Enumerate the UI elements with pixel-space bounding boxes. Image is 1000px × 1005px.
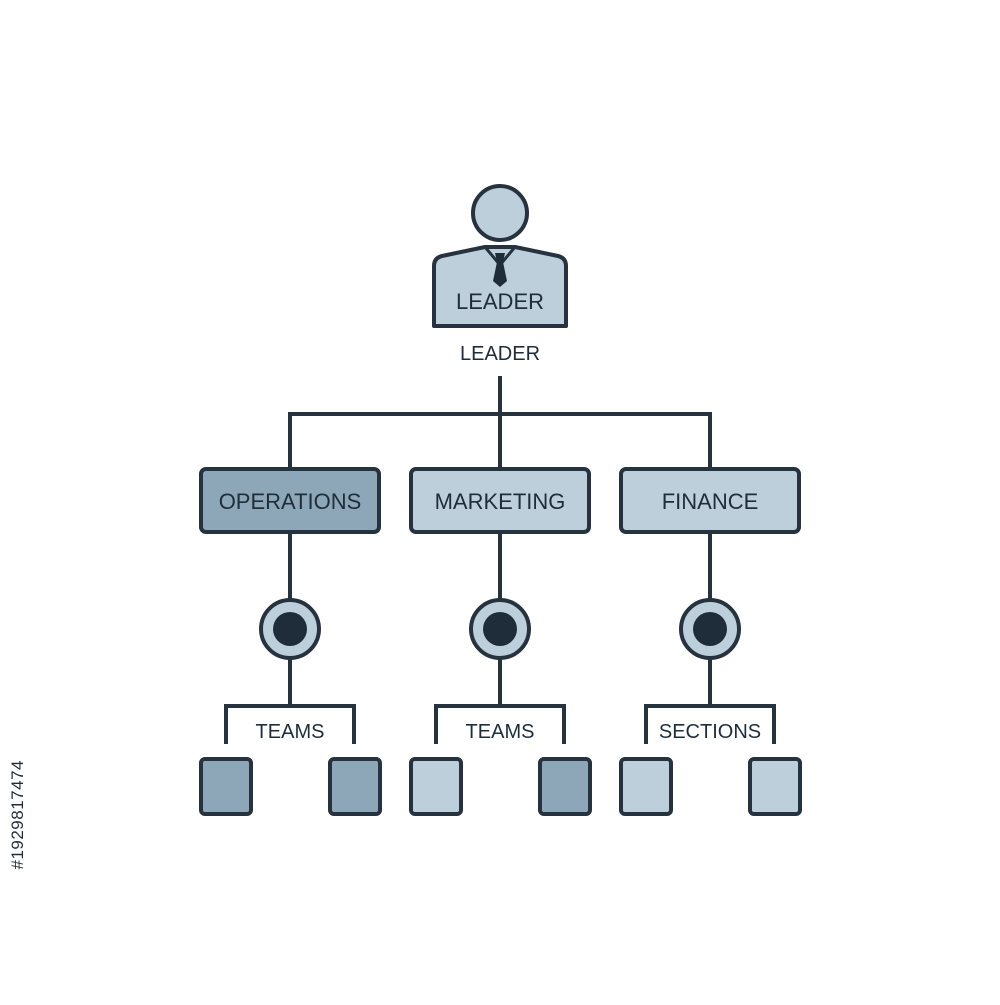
hub-node-dot xyxy=(483,612,517,646)
group-bracket-line xyxy=(224,704,356,744)
group-label: TEAMS xyxy=(466,721,535,743)
department-label-marketing: MARKETING xyxy=(435,489,566,514)
department-column-operations: OPERATIONS TEAMS xyxy=(199,467,382,816)
hub-node-icon xyxy=(679,598,741,660)
unit-box xyxy=(409,757,463,816)
tie-icon xyxy=(493,253,507,287)
hub-node-icon xyxy=(259,598,321,660)
department-label-operations: OPERATIONS xyxy=(219,489,362,514)
leader-caption: LEADER xyxy=(460,343,540,365)
stock-id-watermark: #1929817474 xyxy=(8,760,27,870)
person-with-tie-icon xyxy=(432,184,568,328)
department-bus-line xyxy=(288,412,712,469)
department-label-finance: FINANCE xyxy=(662,489,759,514)
departments-group: OPERATIONS TEAMS MARKETING TEAMS FINANCE SECT… xyxy=(199,467,802,816)
group-label: TEAMS xyxy=(256,721,325,743)
unit-box xyxy=(328,757,382,816)
leader-node: LEADER LEADER xyxy=(432,184,568,365)
department-column-marketing: MARKETING TEAMS xyxy=(409,467,592,816)
group-label: SECTIONS xyxy=(659,721,761,743)
leader-connectors xyxy=(288,376,712,469)
unit-box xyxy=(199,757,253,816)
hub-node-dot xyxy=(693,612,727,646)
group-bracket-line xyxy=(434,704,566,744)
department-column-finance: FINANCE SECTIONS xyxy=(619,467,802,816)
group-bracket-line xyxy=(644,704,776,744)
unit-box xyxy=(748,757,802,816)
leader-badge-label: LEADER xyxy=(456,289,544,314)
hub-node-icon xyxy=(469,598,531,660)
leader-head xyxy=(471,184,529,242)
unit-box xyxy=(538,757,592,816)
hub-node-dot xyxy=(273,612,307,646)
unit-box xyxy=(619,757,673,816)
